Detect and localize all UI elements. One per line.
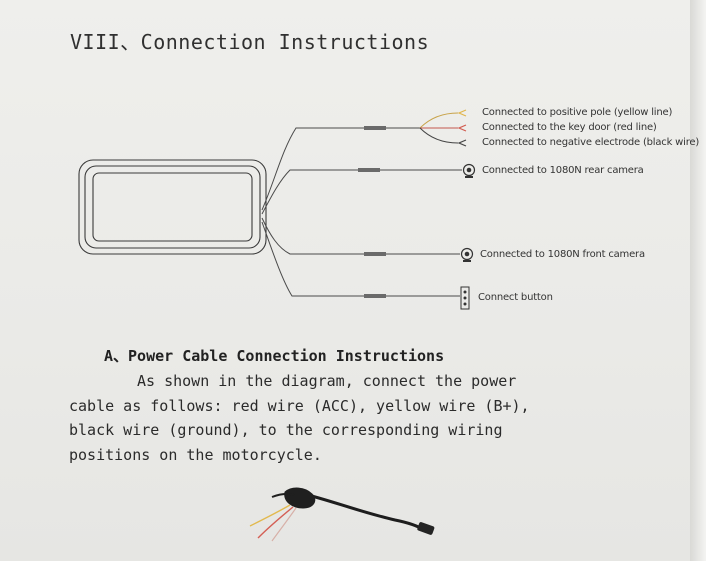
power-wire-split — [419, 112, 459, 144]
wire-terminals — [457, 109, 467, 147]
paragraph-line: black wire (ground), to the correspondin… — [69, 421, 503, 439]
paragraph-line: positions on the motorcycle. — [69, 445, 322, 464]
subsection-title: A、Power Cable Connection Instructions — [104, 347, 445, 365]
label-rear-camera: Connected to 1080N rear camera — [482, 165, 644, 176]
button-icon — [460, 286, 470, 310]
front-camera-icon — [460, 247, 474, 262]
label-negative-electrode: Connected to negative electrode (black w… — [482, 137, 700, 148]
paragraph-line: cable as follows: red wire (ACC), yellow… — [69, 396, 530, 415]
rear-camera-icon — [462, 163, 476, 178]
cable-photo — [249, 487, 435, 542]
instruction-paragraph: As shown in the diagram, connect the pow… — [69, 369, 629, 467]
label-front-camera: Connected to 1080N front camera — [480, 249, 645, 260]
page-edge — [690, 0, 706, 561]
manual-page — [0, 0, 690, 561]
paragraph-line: As shown in the diagram, connect the pow… — [137, 372, 517, 390]
label-key-door: Connected to the key door (red line) — [482, 122, 657, 133]
section-title: VIII、Connection Instructions — [70, 30, 430, 54]
device-unit — [78, 159, 267, 255]
cables — [261, 126, 462, 298]
label-connect-button: Connect button — [478, 292, 553, 303]
label-positive-pole: Connected to positive pole (yellow line) — [482, 107, 673, 118]
